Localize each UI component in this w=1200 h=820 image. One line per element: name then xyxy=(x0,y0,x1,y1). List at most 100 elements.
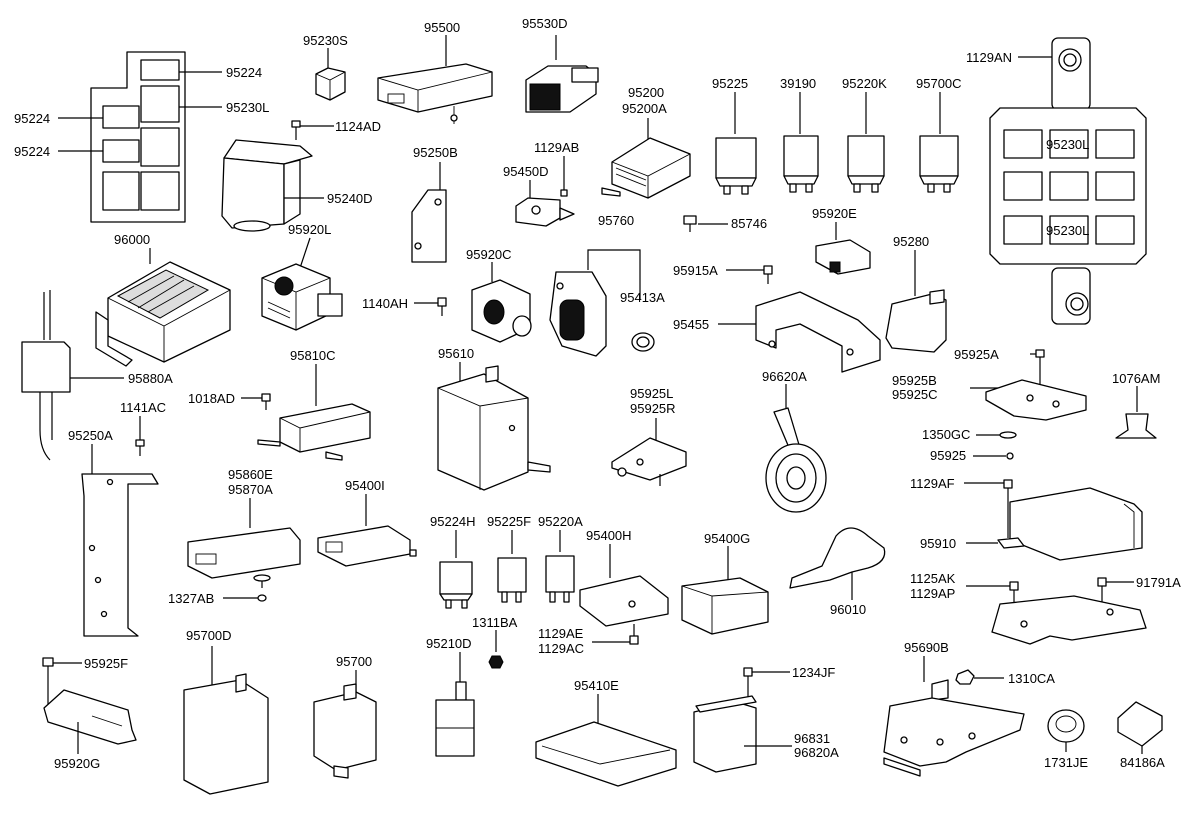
label-95700c: 95700C xyxy=(916,76,962,91)
module-95700 xyxy=(313,670,377,779)
label-95700d: 95700D xyxy=(186,628,232,643)
module-95400h xyxy=(579,544,669,627)
bracket-panel xyxy=(991,595,1147,645)
relay-box-95280 xyxy=(885,250,947,353)
clip-1350gc xyxy=(976,431,1017,439)
bolt-95925f xyxy=(42,657,82,706)
module-95500 xyxy=(377,35,493,124)
label-95250a: 95250A xyxy=(68,428,113,443)
bracket-95250a xyxy=(81,444,159,637)
label-95224-b: 95224 xyxy=(14,111,50,126)
label-1124ad: 1124AD xyxy=(335,119,381,134)
unit-95530d xyxy=(525,35,599,113)
label-95450d: 95450D xyxy=(503,164,549,179)
label-95920e: 95920E xyxy=(812,206,857,221)
label-1129ae: 1129AE xyxy=(538,626,584,641)
nut-95925 xyxy=(973,452,1014,460)
label-95915a: 95915A xyxy=(673,263,718,278)
label-95925r: 95925R xyxy=(630,401,676,416)
plug-1731je xyxy=(1047,709,1085,752)
label-95410e: 95410E xyxy=(574,678,619,693)
label-95280: 95280 xyxy=(893,234,929,249)
module-95400i xyxy=(317,494,417,567)
label-95530d: 95530D xyxy=(522,16,568,31)
module-95410e xyxy=(535,694,677,787)
label-1731je: 1731JE xyxy=(1044,755,1088,770)
label-95224-a: 95224 xyxy=(226,65,262,80)
sensor-95880a xyxy=(21,290,124,461)
relay-95224h xyxy=(439,530,473,609)
label-95690b: 95690B xyxy=(904,640,949,655)
label-95925a: 95925A xyxy=(954,347,999,362)
label-95870a: 95870A xyxy=(228,482,273,497)
label-95230l-b: 95230L xyxy=(1046,137,1089,152)
label-95455: 95455 xyxy=(673,317,709,332)
label-39190: 39190 xyxy=(780,76,816,91)
label-95860e: 95860E xyxy=(228,467,273,482)
screw-85746 xyxy=(683,215,728,232)
label-1125ak: 1125AK xyxy=(910,571,956,586)
label-95224h: 95224H xyxy=(430,514,476,529)
label-95700: 95700 xyxy=(336,654,372,669)
label-91791a: 91791A xyxy=(1136,575,1181,590)
relay-95220k xyxy=(847,92,885,193)
label-1310ca: 1310CA xyxy=(1008,671,1055,686)
label-1129af: 1129AF xyxy=(910,476,955,491)
label-96620a: 96620A xyxy=(762,369,807,384)
label-95230l-c: 95230L xyxy=(1046,223,1089,238)
module-96831 xyxy=(693,695,792,773)
label-95230s: 95230S xyxy=(303,33,348,48)
label-95910: 95910 xyxy=(920,536,956,551)
bracket-95925l xyxy=(611,418,687,486)
label-95240d: 95240D xyxy=(327,191,373,206)
bolt-1129ab xyxy=(560,156,568,197)
label-84186a: 84186A xyxy=(1120,755,1165,770)
label-96820a: 96820A xyxy=(794,745,839,760)
cap-96010 xyxy=(789,527,886,600)
cover-95400g xyxy=(681,546,769,635)
bolt-95925a xyxy=(1030,349,1045,384)
label-95400g: 95400G xyxy=(704,531,750,546)
label-95413a: 95413A xyxy=(620,290,665,305)
plug-1076am xyxy=(1115,386,1157,439)
label-95200: 95200 xyxy=(628,85,664,100)
horn-96620a xyxy=(765,384,827,513)
label-1350gc: 1350GC xyxy=(922,427,970,442)
label-95925f: 95925F xyxy=(84,656,128,671)
bracket-95925b xyxy=(970,379,1087,421)
label-95810c: 95810C xyxy=(290,348,336,363)
label-95230l-a: 95230L xyxy=(226,100,269,115)
module-95700d xyxy=(183,646,269,795)
module-95200 xyxy=(601,118,691,199)
pad-84186a xyxy=(1117,701,1163,754)
label-1076am: 1076AM xyxy=(1112,371,1160,386)
nut-1310ca xyxy=(955,669,1004,685)
bolt-1124ad xyxy=(291,120,334,140)
label-1129ab: 1129AB xyxy=(534,140,579,155)
relay-box-95240d xyxy=(221,139,324,232)
label-96010: 96010 xyxy=(830,602,866,617)
label-95500: 95500 xyxy=(424,20,460,35)
label-95760: 95760 xyxy=(598,213,634,228)
clip-1327ab xyxy=(223,594,267,602)
label-95920l: 95920L xyxy=(288,222,331,237)
bolt-1018ad xyxy=(241,393,271,410)
label-95200a: 95200A xyxy=(622,101,667,116)
label-95925: 95925 xyxy=(930,448,966,463)
module-95610 xyxy=(437,362,551,491)
bolt-1140ah xyxy=(414,297,447,316)
relay-95220a xyxy=(545,530,575,603)
relay-95700c xyxy=(919,92,959,193)
bolt-95915a xyxy=(726,265,773,284)
label-95210d: 95210D xyxy=(426,636,472,651)
label-95225: 95225 xyxy=(712,76,748,91)
bolt-1129ae xyxy=(592,624,639,645)
label-1141ac: 1141AC xyxy=(120,400,166,415)
bolt-1129af xyxy=(964,479,1013,538)
unit-95920l xyxy=(261,237,343,331)
bolt-1141ac xyxy=(135,416,145,456)
label-1129ac: 1129AC xyxy=(538,641,584,656)
unit-95920e xyxy=(815,222,871,275)
bracket-95690b xyxy=(883,656,1025,777)
